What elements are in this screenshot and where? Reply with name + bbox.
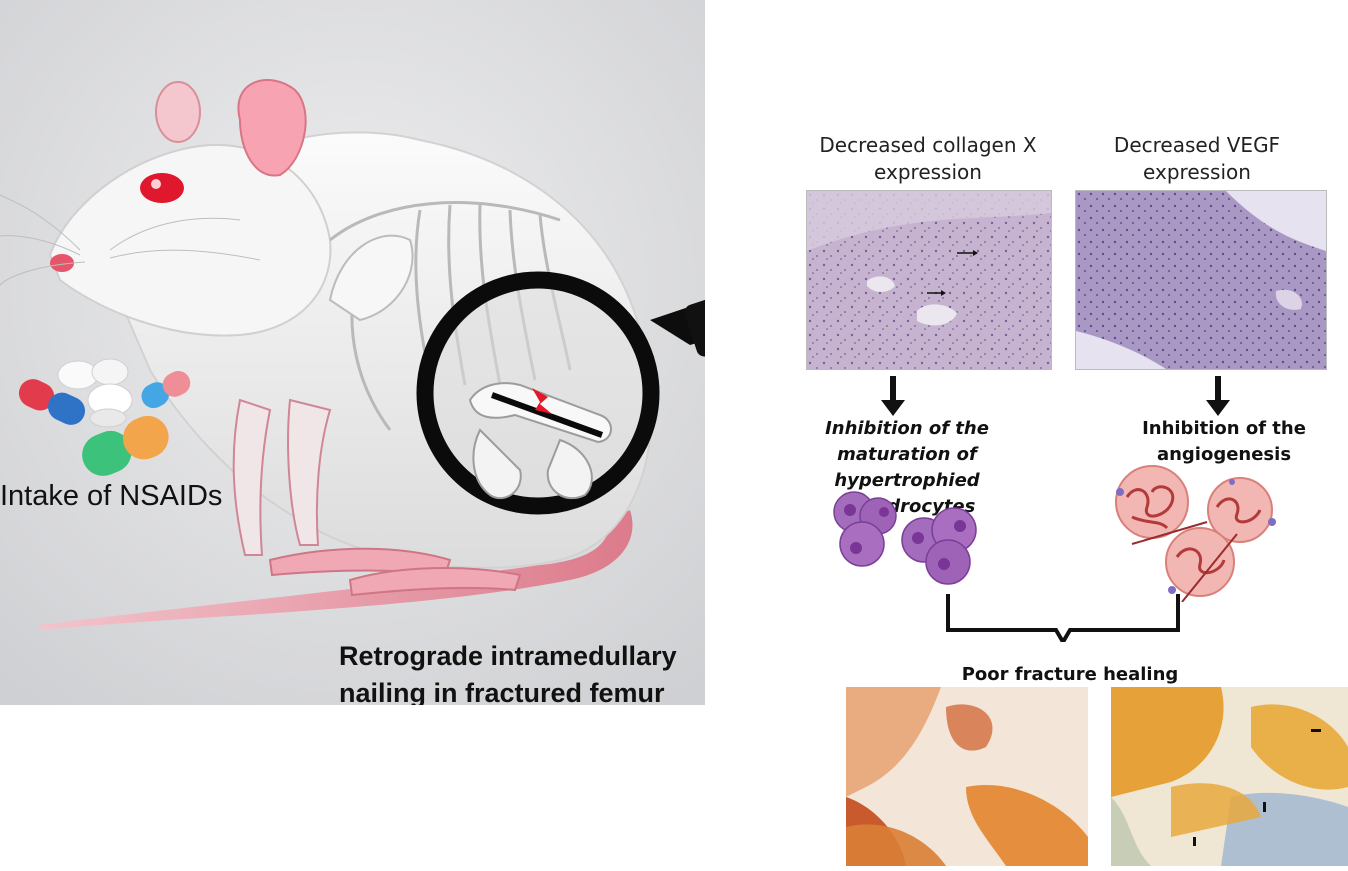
vessel-icon	[1207, 477, 1273, 543]
pill-capsule-icon	[18, 379, 86, 425]
collagen-header: Decreased collagen X expression	[819, 133, 1037, 184]
magnifier-icon	[416, 271, 705, 515]
vegf-header: Decreased VEGF expression	[1113, 133, 1281, 184]
nose	[50, 254, 74, 272]
pill-capsule-icon	[82, 415, 169, 476]
down-arrow-icon	[1206, 376, 1230, 416]
rat-illustration-panel: Intake of NSAIDs Retrograde intramedulla…	[0, 0, 705, 705]
vessel-icon	[1165, 527, 1235, 597]
angiogenesis-vessels	[1115, 465, 1276, 602]
ear-left	[155, 81, 201, 143]
front-leg-left	[232, 398, 272, 556]
whiskers	[0, 194, 261, 286]
pill-capsule-icon	[141, 370, 191, 409]
hind-foot-right	[348, 567, 522, 597]
down-arrow-icon	[881, 376, 905, 416]
nailing-label: Retrograde intramedullary nailing in fra…	[339, 641, 677, 705]
pills-group	[18, 358, 191, 476]
front-leg-right	[287, 398, 332, 546]
ear-right	[237, 79, 307, 177]
healing-stain-image-2	[1111, 687, 1348, 866]
cell-icon	[839, 521, 885, 567]
chondrocyte-cells	[833, 491, 977, 585]
outcome-label: Poor fracture healing	[961, 664, 1179, 685]
tail	[40, 510, 633, 630]
rat-illustration	[0, 0, 705, 705]
eye	[140, 173, 184, 203]
scapula	[328, 234, 414, 322]
bracket-icon	[946, 594, 1180, 642]
healing-stain-image-1	[846, 687, 1088, 866]
collagen-histology-image	[806, 190, 1052, 370]
nsaid-label: Intake of NSAIDs	[0, 480, 223, 512]
vegf-histology-image	[1075, 190, 1327, 370]
vessel-icon	[1115, 465, 1189, 539]
angiogenesis-effect-label: Inhibition of the angiogenesis	[1142, 418, 1306, 465]
